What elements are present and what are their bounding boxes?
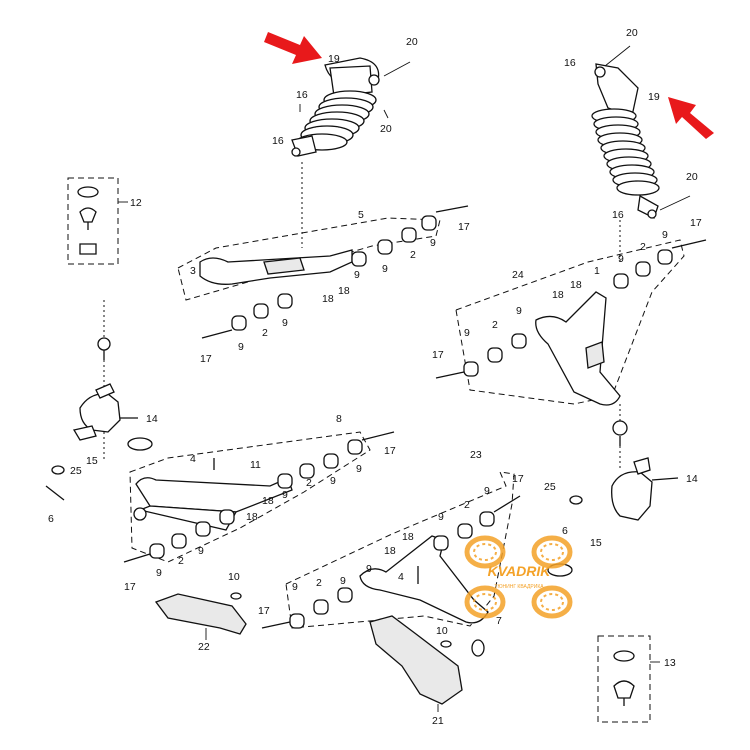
watermark-brand: KVADRIK [488, 563, 552, 579]
callout-16-right-a: 16 [564, 57, 576, 69]
callout-2-upper-left-a: 2 [410, 249, 416, 261]
lower-left-a-arm [123, 431, 395, 563]
callout-17-upper-right-b: 17 [432, 349, 444, 361]
callout-17-upper-left-b: 17 [200, 353, 212, 365]
shock-absorber-left [291, 57, 411, 157]
callout-22: 22 [198, 641, 210, 653]
callout-12: 12 [130, 197, 142, 209]
callout-9-upper-left-b: 9 [382, 263, 388, 275]
callout-18-upper-right-b: 18 [552, 289, 564, 301]
callout-10-left: 10 [228, 571, 240, 583]
callout-2-upper-left-b: 2 [262, 327, 268, 339]
callout-9-lower-right-d: 9 [340, 575, 346, 587]
callout-19-left: 19 [328, 53, 340, 65]
callout-2-upper-right-b: 2 [492, 319, 498, 331]
watermark-tagline: ТЮНИНГ КВАДРИКА [494, 584, 544, 590]
callout-16-right-b: 16 [612, 209, 624, 221]
callout-14-right: 14 [686, 473, 698, 485]
callout-10-right: 10 [436, 625, 448, 637]
callout-4-left: 4 [190, 453, 196, 465]
callout-20-left-bottom: 20 [380, 123, 392, 135]
callout-16-left-a: 16 [296, 89, 308, 101]
callout-20-left-top: 20 [406, 36, 418, 48]
callout-19-right: 19 [648, 91, 660, 103]
kvadrik-watermark [464, 535, 573, 619]
callout-17-upper-left-a: 17 [458, 221, 470, 233]
shock-absorber-right [591, 45, 691, 219]
callout-18-upper-left-b: 18 [338, 285, 350, 297]
callout-9-lower-left-b: 9 [330, 475, 336, 487]
callout-24: 24 [512, 269, 524, 281]
callout-3: 3 [190, 265, 196, 277]
callout-18-lower-right-a: 18 [402, 531, 414, 543]
callout-7: 7 [496, 615, 502, 627]
callout-9-lower-left-a: 9 [356, 463, 362, 475]
callout-11: 11 [250, 459, 261, 471]
callout-9-upper-left-d: 9 [282, 317, 288, 329]
callout-17-lower-left-b: 17 [124, 581, 136, 593]
steering-knuckle-left [45, 337, 153, 501]
callout-17-lower-right-a: 17 [512, 473, 524, 485]
callout-9-lower-left-e: 9 [156, 567, 162, 579]
callout-25-right: 25 [544, 481, 556, 493]
callout-15-left: 15 [86, 455, 98, 467]
callout-9-upper-left-e: 9 [238, 341, 244, 353]
callout-6-right: 6 [562, 525, 568, 537]
callout-15-right: 15 [590, 537, 602, 549]
ball-joint-kit-13 [597, 635, 660, 723]
callout-6-left: 6 [48, 513, 54, 525]
callout-23: 23 [470, 449, 482, 461]
callout-9-lower-right-c: 9 [366, 563, 372, 575]
steering-knuckle-right [547, 420, 679, 577]
callout-9-upper-left-a: 9 [430, 237, 436, 249]
callout-9-upper-right-a: 9 [662, 229, 668, 241]
callout-17-upper-right-a: 17 [690, 217, 702, 229]
callout-18-lower-right-b: 18 [384, 545, 396, 557]
callout-2-lower-right-b: 2 [316, 577, 322, 589]
callout-9-upper-right-c: 9 [516, 305, 522, 317]
callout-9-lower-left-d: 9 [198, 545, 204, 557]
callout-9-lower-right-e: 9 [292, 581, 298, 593]
callout-2-lower-left-a: 2 [306, 477, 312, 489]
callout-9-upper-right-d: 9 [464, 327, 470, 339]
callout-18-lower-left-b: 18 [246, 511, 258, 523]
ball-joint-kit-12 [67, 177, 128, 265]
callout-21: 21 [432, 715, 444, 727]
callout-2-upper-right-a: 2 [640, 241, 646, 253]
callout-9-lower-left-c: 9 [282, 489, 288, 501]
callout-9-upper-right-b: 9 [618, 253, 624, 265]
callout-18-lower-left-a: 18 [262, 495, 274, 507]
callout-5: 5 [358, 209, 364, 221]
callout-25-left: 25 [70, 465, 82, 477]
callout-18-upper-left-a: 18 [322, 293, 334, 305]
callout-17-lower-right-b: 17 [258, 605, 270, 617]
callout-4-right: 4 [398, 571, 404, 583]
callout-2-lower-left-b: 2 [178, 555, 184, 567]
callout-14-left: 14 [146, 413, 158, 425]
callout-13: 13 [664, 657, 676, 669]
callout-9-lower-right-b: 9 [438, 511, 444, 523]
callout-18-upper-right-a: 18 [570, 279, 582, 291]
pointer-arrow-left [264, 32, 322, 64]
callout-1: 1 [594, 265, 600, 277]
callout-20-right-bottom: 20 [686, 171, 698, 183]
upper-left-a-arm [103, 162, 469, 340]
callout-16-left-b: 16 [272, 135, 284, 147]
upper-right-a-arm [435, 220, 707, 424]
skid-plate-left [154, 592, 247, 640]
callout-9-upper-left-c: 9 [354, 269, 360, 281]
callout-8: 8 [336, 413, 342, 425]
callout-9-lower-right-a: 9 [484, 485, 490, 497]
callout-20-right-top: 20 [626, 27, 638, 39]
callout-17-lower-left-a: 17 [384, 445, 396, 457]
callout-2-lower-right-a: 2 [464, 499, 470, 511]
skid-plate-right [369, 615, 485, 712]
pointer-arrow-right [668, 97, 714, 139]
